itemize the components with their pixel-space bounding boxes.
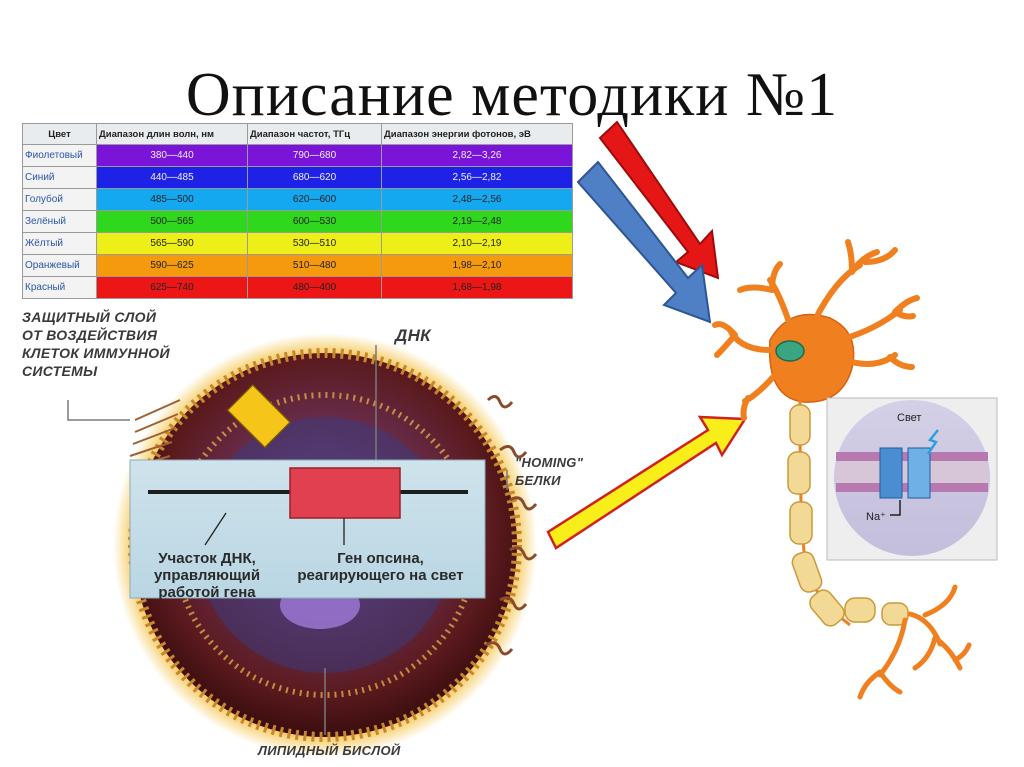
opsin-gene-block [289,467,401,519]
opsin-gene-label: Ген опсина, реагирующего на свет [297,550,464,584]
neuron-nucleus [775,340,805,362]
protective-layer-label: ЗАЩИТНЫЙ СЛОЙ ОТ ВОЗДЕЙСТВИЯ КЛЕТОК ИММУ… [22,309,170,379]
energy-cell: 1,68—1,98 [381,276,573,299]
neuron-diagram [712,239,972,700]
frequency-cell: 680—620 [247,166,382,189]
color-name-cell: Красный [22,276,97,299]
protective-fringe [129,399,181,469]
channel-protein-left [879,447,903,499]
promoter-diamond [226,384,291,449]
ion-flow-arrow [890,500,901,516]
frequency-cell: 620—600 [247,188,382,211]
channel-protein-right [907,447,931,499]
protein-squiggle [499,445,528,459]
protein-squiggle [509,546,538,561]
protein-squiggle [509,496,538,511]
inset-ion-label: Na⁺ [866,511,886,523]
ion-channel-inset [826,397,998,561]
energy-cell: 2,10—2,19 [381,232,573,255]
yellow-arrow-icon [546,415,748,550]
protein-squiggle [499,596,528,611]
label-pointers [67,345,508,735]
column-header: Диапазон частот, ТГц [247,123,382,145]
wavelength-cell: 590—625 [96,254,248,277]
lipid-bilayer-label: ЛИПИДНЫЙ БИСЛОЙ [258,743,401,758]
table-header-row: Цвет Диапазон длин волн, нм Диапазон час… [22,123,573,145]
wavelength-cell: 565—590 [96,232,248,255]
dna-label: ДНК [395,326,431,345]
axon-terminal [857,584,972,700]
color-name-cell: Зелёный [22,210,97,233]
neuron-soma [768,313,855,403]
frequency-cell: 530—510 [247,232,382,255]
energy-cell: 2,82—3,26 [381,144,573,167]
color-name-cell: Жёлтый [22,232,97,255]
color-name-cell: Голубой [22,188,97,211]
inset-light-label: Свет [897,412,922,424]
frequency-cell: 790—680 [247,144,382,167]
dna-construct-box [129,384,486,599]
color-name-cell: Оранжевый [22,254,97,277]
blue-arrow-icon [576,160,712,324]
red-arrow-icon [598,120,720,280]
slide-title: Описание методики №1 [185,61,839,129]
promoter-pointer [204,512,227,546]
wavelength-cell: 625—740 [96,276,248,299]
color-name-cell: Синий [22,166,97,189]
homing-proteins [485,395,538,656]
wavelength-cell: 485—500 [96,188,248,211]
homing-proteins-label: "HOMING" БЕЛКИ [515,455,584,488]
dna-region-label: Участок ДНК, управляющий работой гена [153,550,261,601]
protein-squiggle [486,395,514,409]
spectrum-table: Цвет Диапазон длин волн, нм Диапазон час… [22,123,573,299]
column-header: Диапазон энергии фотонов, эВ [381,123,573,145]
light-bolt-icon [926,429,939,455]
column-header: Диапазон длин волн, нм [96,123,248,145]
color-name-cell: Фиолетовый [22,144,97,167]
energy-cell: 2,48—2,56 [381,188,573,211]
protein-squiggle [485,641,514,656]
frequency-cell: 480—400 [247,276,382,299]
axon [787,399,909,627]
frequency-cell: 510—480 [247,254,382,277]
dendrites [712,239,920,421]
